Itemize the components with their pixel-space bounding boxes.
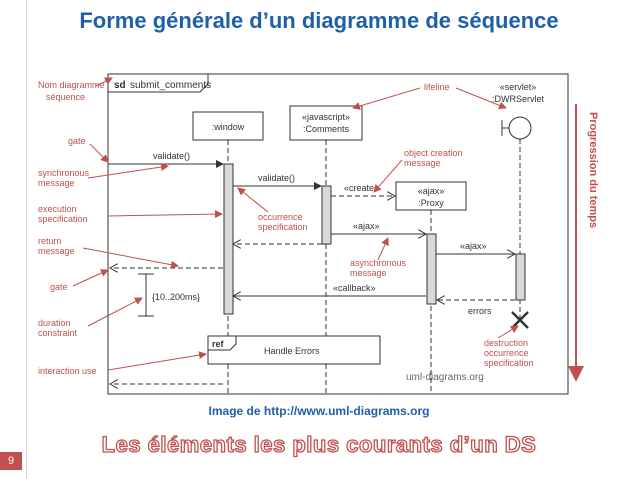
frame-label-box <box>107 73 209 93</box>
frame-name: submit_comments <box>130 80 211 91</box>
annot-sync-1: synchronous <box>38 168 90 178</box>
sequence-diagram: sd submit_comments :window «javascript» … <box>28 64 604 404</box>
msg-create-label: «create» <box>344 183 379 193</box>
annot-return-1: return <box>38 236 62 246</box>
lifeline-comments-stereo: «javascript» <box>302 112 350 122</box>
boundary-icon <box>508 116 532 140</box>
annot-occurrence-1: occurrence <box>258 212 303 222</box>
annot-async-2: message <box>350 268 387 278</box>
msg-validate-1-label: validate() <box>153 151 190 161</box>
annot-return-2: message <box>38 246 75 256</box>
annot-nom-diagramme-2: séquence <box>46 92 85 102</box>
slide-subtitle: Les éléments les plus courants d’un DS <box>101 431 537 457</box>
slide-number: 9 <box>0 452 22 470</box>
sequence-diagram-svg: sd submit_comments :window «javascript» … <box>38 73 599 395</box>
msg-validate-2-label: validate() <box>258 173 295 183</box>
ref-name: Handle Errors <box>264 346 320 356</box>
annot-duration-1: duration <box>38 318 71 328</box>
annot-creation-1: object creation <box>404 148 463 158</box>
annot-creation-2: message <box>404 158 441 168</box>
annot-progression: Progression du temps <box>587 112 599 228</box>
activation-comments <box>321 185 332 245</box>
lifeline-proxy-label: :Proxy <box>418 198 444 208</box>
msg-ajax-1-label: «ajax» <box>353 221 380 231</box>
lifeline-proxy-head <box>395 181 467 211</box>
frame-keyword: sd <box>114 80 126 91</box>
image-caption: Image de http://www.uml-diagrams.org <box>208 404 430 418</box>
annot-gate: gate <box>68 136 86 146</box>
annot-occurrence-2: specification <box>258 222 308 232</box>
activation-servlet <box>515 253 526 301</box>
annot-sync-2: message <box>38 178 75 188</box>
annot-gate-2: gate <box>50 282 68 292</box>
activation-proxy <box>426 233 437 305</box>
watermark: uml-diagrams.org <box>406 372 484 383</box>
lifeline-comments-label: :Comments <box>303 124 350 134</box>
msg-ajax-2-label: «ajax» <box>460 241 487 251</box>
annot-exec-1: execution <box>38 204 77 214</box>
lifeline-proxy-stereo: «ajax» <box>418 186 445 196</box>
annot-lifeline: lifeline <box>424 82 450 92</box>
annot-nom-diagramme-1: Nom diagramme <box>38 80 105 90</box>
annot-duration-2: constraint <box>38 328 78 338</box>
left-margin-bar <box>0 0 27 479</box>
annot-interaction-use: interaction use <box>38 366 97 376</box>
annot-exec-2: specification <box>38 214 88 224</box>
annot-destruction-2: occurrence <box>484 348 529 358</box>
annot-destruction-1: destruction <box>484 338 528 348</box>
msg-errors-label: errors <box>468 306 492 316</box>
lifeline-servlet-stereo: «servlet» <box>500 82 537 92</box>
annot-destruction-3: specification <box>484 358 534 368</box>
duration-constraint-label: {10..200ms} <box>152 292 200 302</box>
msg-callback-label: «callback» <box>333 283 376 293</box>
activation-window <box>223 163 234 315</box>
lifeline-window-label: :window <box>212 122 245 132</box>
ref-keyword: ref <box>212 339 225 349</box>
lifeline-servlet-label: :DWRServlet <box>492 94 545 104</box>
annot-async-1: asynchronous <box>350 258 407 268</box>
ref-box <box>207 335 381 365</box>
slide-title: Forme générale d’un diagramme de séquenc… <box>79 8 559 33</box>
